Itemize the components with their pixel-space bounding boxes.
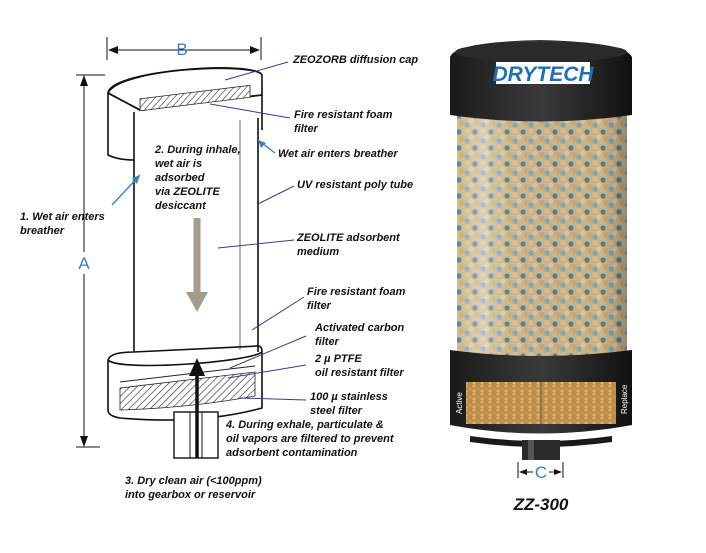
label-steel: 100 µ stainless steel filter xyxy=(310,391,391,417)
label-zeolite: ZEOLITE adsorbent medium xyxy=(296,232,403,258)
label-diffusion-cap: ZEOZORB diffusion cap xyxy=(292,54,418,66)
step-3: 3. Dry clean air (<100ppm) into gearbox … xyxy=(125,475,265,501)
dimension-c: C xyxy=(518,462,563,482)
window-right-label: Replace xyxy=(620,384,629,414)
dimension-b-label: B xyxy=(176,40,187,59)
model-name: ZZ-300 xyxy=(513,495,569,514)
step-1: 1. Wet air enters breather xyxy=(20,211,108,237)
dimension-a: A xyxy=(74,75,105,447)
product-photo: DRYTECH Active Replace C ZZ-300 xyxy=(450,40,632,514)
label-foam-top: Fire resistant foam filter xyxy=(294,109,395,135)
bottom-housing xyxy=(108,346,262,420)
label-foam-bottom: Fire resistant foam filter xyxy=(307,286,408,312)
dimension-b: B xyxy=(107,37,261,60)
window-left-label: Active xyxy=(455,392,464,414)
label-carbon: Activated carbon filter xyxy=(314,322,407,348)
brand-name: DRYTECH xyxy=(492,63,594,86)
step-4: 4. During exhale, particulate & oil vapo… xyxy=(225,419,397,459)
dimension-a-label: A xyxy=(78,254,90,273)
dimension-c-label: C xyxy=(535,463,547,482)
schematic: B A xyxy=(20,37,418,501)
label-poly-tube: UV resistant poly tube xyxy=(297,179,413,191)
product-outlet xyxy=(522,440,560,460)
step-2: 2. During inhale, wet air is adsorbed vi… xyxy=(154,144,244,212)
label-ptfe: 2 µ PTFE oil resistant filter xyxy=(314,353,404,379)
label-wet-air-side: Wet air enters breather xyxy=(278,148,398,160)
